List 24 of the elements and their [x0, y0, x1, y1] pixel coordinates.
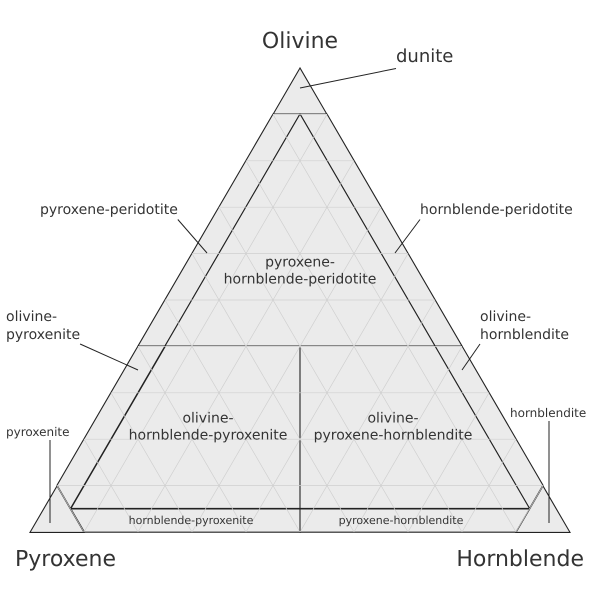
end-member-label: Olivine: [262, 28, 338, 56]
rock-name: olivine- pyroxene-hornblendite: [314, 410, 472, 446]
rock-name: hornblende-peridotite: [420, 202, 573, 220]
triangle-region: [272, 66, 328, 115]
rock-name: olivine- hornblende-pyroxenite: [128, 410, 288, 446]
end-member-label: Hornblende: [456, 546, 584, 574]
rock-name: hornblendite: [510, 406, 586, 421]
rock-name: pyroxene- hornblende-peridotite: [224, 254, 376, 290]
rock-name: pyroxenite: [6, 425, 70, 440]
leader-line: [300, 68, 396, 88]
leader-line: [177, 219, 208, 254]
rock-name: pyroxene-hornblendite: [338, 514, 464, 528]
end-member-label: Pyroxene: [15, 546, 116, 574]
leader-line: [548, 420, 550, 524]
rock-name: hornblende-pyroxenite: [128, 514, 254, 528]
rock-name: dunite: [396, 46, 454, 68]
leader-line: [462, 344, 480, 370]
rock-name: pyroxene-peridotite: [40, 202, 178, 220]
rock-name: olivine- pyroxenite: [6, 309, 80, 344]
triangle-region: [515, 484, 571, 533]
rock-name: olivine- hornblendite: [480, 309, 569, 344]
triangle-region: [29, 484, 85, 533]
leader-line: [80, 344, 138, 370]
leader-line: [394, 219, 420, 254]
